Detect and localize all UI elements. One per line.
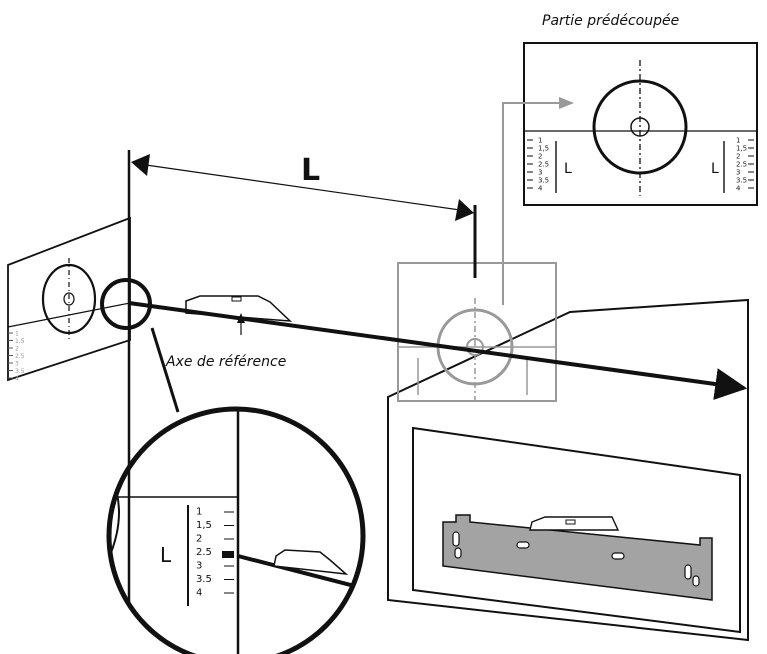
scale-label: 4	[538, 185, 543, 193]
mounting-bracket	[442, 514, 713, 601]
scale-label: 3	[15, 361, 19, 368]
scale-label: 3	[196, 561, 202, 572]
left-wall-panel: 11,522.533.54	[7, 216, 131, 383]
scale-label: 2.5	[538, 161, 549, 169]
scale-label: 4	[15, 376, 19, 383]
scale-label: 3.5	[538, 177, 549, 185]
precut-leader-arrow	[502, 97, 574, 305]
scale-label: 2.5	[15, 353, 25, 360]
scale-label: 2	[196, 534, 202, 545]
scale-label: 1,5	[538, 145, 549, 153]
reference-axis-label: Axe de référence	[165, 354, 286, 370]
scale-label: 3	[736, 169, 740, 177]
scale-label: 2	[736, 153, 740, 161]
scale-label: 3.5	[15, 368, 25, 375]
zoom-L-label: L	[160, 543, 172, 567]
scale-label: 3	[538, 169, 542, 177]
scale-label: 4	[196, 588, 202, 599]
distance-L: L	[127, 150, 477, 480]
scale-label: 3.5	[196, 574, 212, 585]
precut-L-right: L	[711, 161, 719, 177]
zoom-magnifier: L 1 1,5 2 2.5 3 3.5 4	[100, 278, 366, 654]
reference-axis: Axe de référence	[128, 301, 748, 400]
scale-label: 1	[538, 137, 542, 145]
scale-label: 2	[15, 346, 19, 353]
scale-label: 1	[736, 137, 740, 145]
scale-label: 1,5	[15, 338, 25, 345]
precut-label: Partie prédécoupée	[542, 13, 679, 29]
precut-part: Partie prédécoupée L L 11,522.533.54 11,…	[523, 13, 758, 206]
scale-label: 3.5	[736, 177, 747, 185]
scale-label: 4	[736, 185, 741, 193]
scale-label: 1,5	[736, 145, 747, 153]
L-dimension-label: L	[301, 153, 320, 188]
scale-label: 2.5	[196, 547, 212, 558]
scale-label: 1	[196, 507, 202, 518]
scale-label: 1	[15, 331, 19, 338]
scale-label: 1,5	[196, 520, 212, 531]
precut-L-left: L	[564, 161, 572, 177]
scale-label: 2.5	[736, 161, 747, 169]
scale-label: 2	[538, 153, 542, 161]
